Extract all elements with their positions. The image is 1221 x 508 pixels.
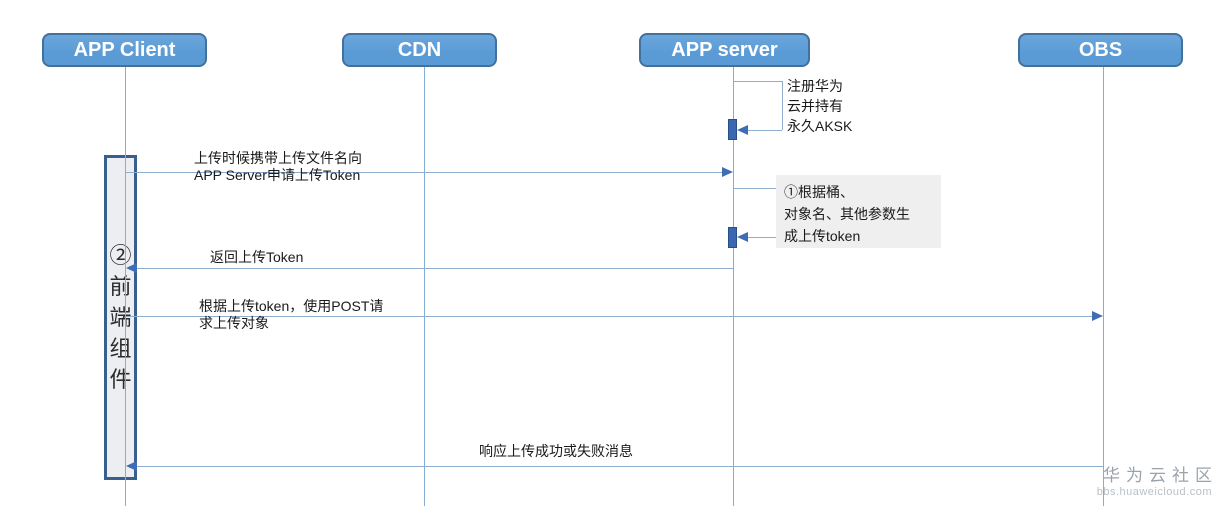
note-generate-token: ①根据桶、 对象名、其他参数生 成上传token	[776, 175, 941, 248]
actor-box-obs: OBS	[1018, 33, 1183, 67]
register-loop-arrowhead-icon	[737, 125, 748, 135]
lifeline-obs	[1103, 67, 1104, 506]
register-loop-right-line	[782, 81, 783, 130]
message-label-post-upload: 根据上传token，使用POST请 求上传对象	[199, 298, 384, 331]
upload-response-arrowhead-icon	[126, 461, 137, 471]
activation-bar-generate-token	[728, 227, 737, 248]
watermark: 华为云社区 bbs.huaweicloud.com	[1042, 466, 1212, 499]
return-token-arrowhead-icon	[126, 263, 137, 273]
watermark-title: 华为云社区	[1103, 466, 1218, 485]
message-line-upload-response	[134, 466, 1103, 467]
note-register-aksk: 注册华为 云并持有 永久AKSK	[787, 78, 853, 134]
post-upload-arrowhead-icon	[1092, 311, 1103, 321]
actor-box-cdn: CDN	[342, 33, 497, 67]
message-label-return-token: 返回上传Token	[210, 249, 304, 265]
request-token-arrowhead-icon	[722, 167, 733, 177]
message-line-post-upload	[125, 316, 1093, 317]
generate-token-arrowhead-icon	[737, 232, 748, 242]
message-line-return-token	[134, 268, 733, 269]
register-loop-top-line	[733, 81, 782, 82]
activation-bar-register	[728, 119, 737, 140]
lifeline-app-client	[125, 67, 126, 506]
generate-token-return-line	[746, 237, 776, 238]
lifeline-app-server	[733, 67, 734, 506]
actor-box-app-server: APP server	[639, 33, 810, 67]
watermark-url: bbs.huaweicloud.com	[1096, 486, 1212, 498]
lifeline-cdn	[424, 67, 425, 506]
message-line-request-token	[125, 172, 725, 173]
actor-box-app-client: APP Client	[42, 33, 207, 67]
generate-token-out-line	[733, 188, 776, 189]
message-label-request-token: 上传时候携带上传文件名向 APP Server申请上传Token	[194, 150, 362, 183]
register-loop-bottom-line	[746, 130, 782, 131]
message-label-upload-response: 响应上传成功或失败消息	[479, 443, 633, 459]
frontend-components-phase-box: ②前端组件	[104, 155, 137, 480]
